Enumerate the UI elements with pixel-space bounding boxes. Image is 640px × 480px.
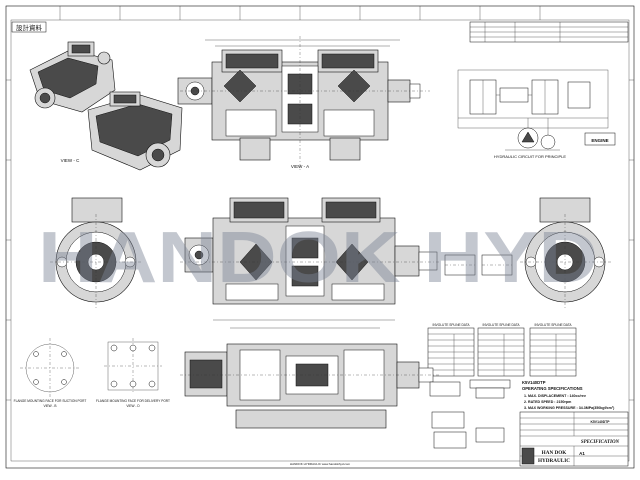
company-line2: HYDRAULIC <box>538 458 570 464</box>
zone-ticks <box>6 6 634 401</box>
left-end-view <box>50 197 142 310</box>
inner-border <box>10 19 630 462</box>
top-elevation-view <box>177 36 430 170</box>
drawing-title: SPECIFICATION <box>581 440 620 445</box>
bottom-plan-view <box>180 343 440 429</box>
flange-delivery-view <box>104 338 162 394</box>
spline-table-2-title: INVOLUTE SPLINE DATA <box>482 323 520 327</box>
view-b-label: VIEW - B <box>43 404 56 408</box>
spec-model: K5V140DTP <box>522 380 546 385</box>
flange-suction-view <box>20 338 80 398</box>
circuit-label: HYDRAULIC CIRCUIT FOR PRINCIPLE <box>494 154 566 159</box>
iso-view-upper <box>29 41 116 113</box>
engine-label: ENGINE <box>591 138 608 143</box>
corner-label-box <box>11 21 47 33</box>
company-line1: HAN DOK <box>542 450 567 456</box>
bottom-text: HANDOK HYDRAULIC www.handokhyd.com <box>290 462 351 466</box>
title-block <box>519 411 629 467</box>
watermark: HANDOK HYD <box>38 218 598 298</box>
iso-view-lower <box>87 91 183 171</box>
spline-table-3 <box>529 327 577 377</box>
view-c-label: VIEW - C <box>61 158 80 163</box>
hydraulic-circuit <box>457 69 616 151</box>
drawing-frame <box>5 5 635 469</box>
detail-views <box>429 379 511 449</box>
spline-table-3-title: INVOLUTE SPLINE DATA <box>534 323 572 327</box>
sheet-size: A1 <box>579 451 585 456</box>
spline-table-1 <box>427 327 475 377</box>
flange-delivery-label: FLANGE MOUNTING FACE FOR DELIVERY PORT <box>96 399 170 403</box>
spline-table-2 <box>477 327 525 377</box>
flange-suction-label: FLANGE MOUNTING FACE FOR SUCTION PORT <box>14 399 87 403</box>
spline-detail <box>444 254 513 276</box>
spec-heading: OPERATING SPECIFICATIONS <box>522 386 583 391</box>
operating-specifications: K5V140DTP OPERATING SPECIFICATIONS 1. MA… <box>522 380 615 410</box>
view-a-label: VIEW - A <box>291 164 309 169</box>
spec-line: 2. RATED SPEED : 2150rpm <box>524 400 571 404</box>
corner-label: 設計資料 <box>16 23 43 32</box>
spec-line: 3. MAX WORKING PRESSURE : 34.3MPa(350kgf… <box>524 406 615 410</box>
view-d-label: VIEW - D <box>126 404 140 408</box>
right-end-view <box>520 197 612 310</box>
spec-line: 1. MAX. DISPLACEMENT : 140cc/rev <box>524 394 586 398</box>
revision-table <box>469 21 629 43</box>
title-model: K5V140DTP <box>590 420 610 424</box>
spline-table-1-title: INVOLUTE SPLINE DATA <box>432 323 470 327</box>
center-side-view <box>180 197 440 329</box>
